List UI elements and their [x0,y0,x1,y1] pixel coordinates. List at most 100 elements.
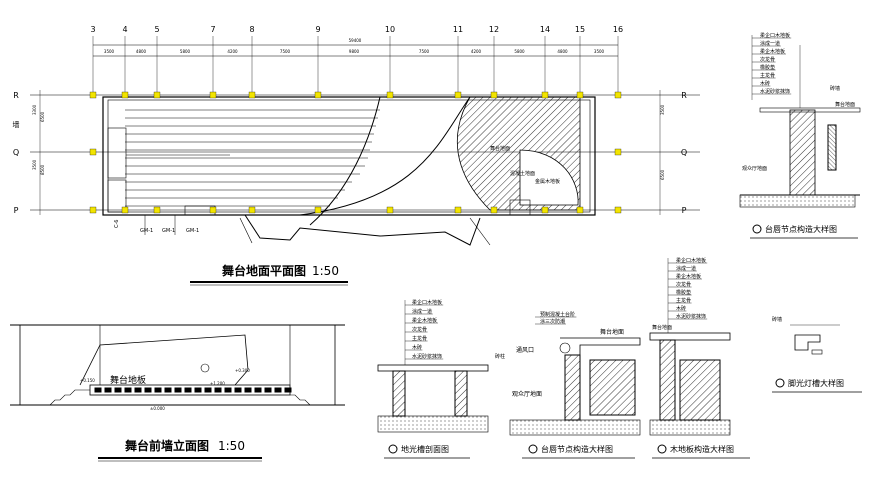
detail-b-title: 台唇节点构造大样图 [541,444,613,454]
detail-marker-icon [752,224,762,234]
layer-label: 水泥砂浆抹饰 [412,353,442,360]
dimension-label: 3500 [104,49,115,54]
svg-text:Q: Q [681,148,687,157]
detail-c-label-stage: 舞台地面 [652,324,672,331]
layer-label: 次龙骨 [412,326,427,333]
svg-text:15: 15 [575,25,585,34]
layer-label: 柔企木地板 [760,48,785,55]
detail-c-label-wall: 砖墙 [772,316,782,323]
detail-c [649,258,731,436]
svg-text:Q: Q [13,148,19,157]
detail-top-label-stage: 舞台地面 [835,101,855,108]
stage-plan [30,94,700,246]
grid-bubble-12: 12 [489,25,499,92]
layer-label: 水泥砂浆抹饰 [760,88,790,95]
column-marker [576,91,584,99]
dimension-label: 8500 [40,164,45,175]
column-marker [209,91,217,99]
plan-title: 舞台地面平面图 [221,263,306,278]
footlight-block [94,387,102,393]
detail-marker-icon [528,444,538,454]
dimension-label: 4800 [557,49,568,54]
svg-text:14: 14 [540,25,550,34]
dimension-label: 3500 [594,49,605,54]
grid-bubble-mid: 墙 [13,120,20,129]
svg-text:16: 16 [613,25,623,34]
column-marker [490,91,498,99]
column-marker [121,206,129,214]
grid-bubble-14: 14 [540,25,550,92]
elevation-label: 舞台地板 [110,374,146,386]
svg-text:R: R [681,91,687,100]
detail-top-label-hall: 观众厅地面 [742,165,767,172]
detail-c-title: 木地板构造大样图 [670,444,734,454]
footlight-block [114,387,122,393]
layer-label: 橡胶垫 [760,64,775,71]
footlight-block [104,387,112,393]
layer-label: 柔企口木地板 [412,299,442,306]
footlight-block [174,387,182,393]
layer-label: 主龙骨 [676,297,691,304]
column-marker [386,206,394,214]
grid-bubble-8: 8 [249,25,255,92]
footlight-block [144,387,152,393]
detail-b [509,337,641,436]
dimension-label: 9800 [349,49,360,54]
detail-b-label-stage: 舞台地面 [600,328,624,336]
footlight-blocks [94,387,292,393]
elev-dim-2: ±0.000 [150,406,165,411]
detail-b-label-vent: 通风口 [516,346,534,354]
column-marker [541,206,549,214]
layer-label: 预制混凝土台阶 [540,311,575,318]
svg-text:11: 11 [453,25,463,34]
layer-label: 主龙骨 [760,72,775,79]
footlight-block [194,387,202,393]
svg-text:10: 10 [385,25,395,34]
footlight-block [284,387,292,393]
svg-text:8: 8 [249,25,254,34]
grid-bubble-3: 3 [90,25,96,92]
detail-marker-icon [657,444,667,454]
column-marker [614,206,622,214]
dimension-label: 4200 [471,49,482,54]
layer-label: 水泥砂浆抹饰 [676,313,706,320]
column-marker [121,91,129,99]
layer-label: 橡胶垫 [676,289,691,296]
svg-text:12: 12 [489,25,499,34]
column-marker [386,91,394,99]
column-marker [614,148,622,156]
elev-dim-3: +0.300 [235,368,250,373]
layer-label: 涂成一道 [676,265,696,272]
detail-a [377,300,489,433]
grid-bubble-4: 4 [122,25,128,92]
detail-d [790,324,840,355]
plan-label-1: 舞台地面 [490,145,510,152]
layer-label: 次龙骨 [760,56,775,63]
dimension-label: 7500 [419,49,430,54]
svg-text:P: P [14,206,19,215]
column-markers [89,91,622,214]
column-marker [576,206,584,214]
footlight-block [134,387,142,393]
layer-label: 木砖 [760,80,770,87]
layer-label: 木砖 [412,344,422,351]
svg-text:P: P [682,206,687,215]
detail-marker-icon [775,378,785,388]
door-tag-3: GM-1 [186,228,199,234]
column-marker [209,206,217,214]
plan-label-3: 金属木地板 [535,178,560,185]
footlight-block [234,387,242,393]
column-marker [314,206,322,214]
stage-floor-slats [125,109,380,207]
footlight-block [224,387,232,393]
dimension-label: 3300 [32,104,37,115]
detail-d-title: 脚光灯槽大样图 [788,378,844,388]
dimension-label: 4200 [227,49,238,54]
grid-bubble-15: 15 [575,25,585,92]
footlight-block [164,387,172,393]
layer-label: 次龙骨 [676,281,691,288]
